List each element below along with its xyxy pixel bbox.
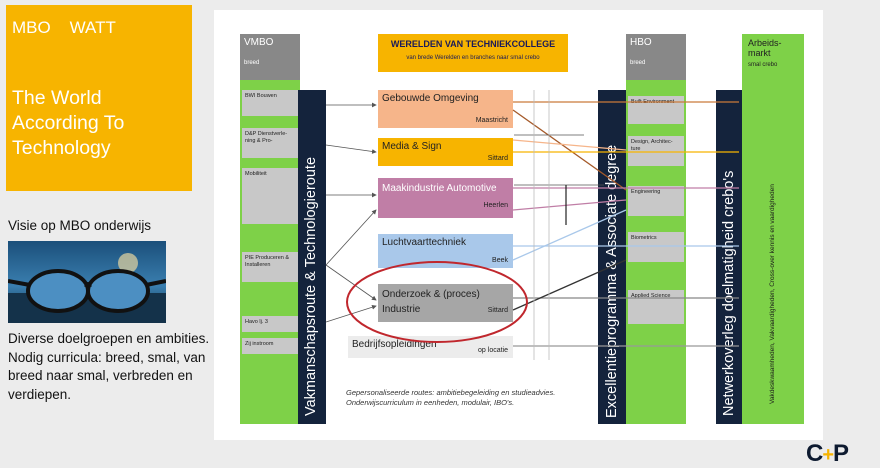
- route-name: Onderzoek & (proces) Industrie: [382, 289, 480, 315]
- arrow-pie-onderzoek: [325, 264, 377, 301]
- route-place: Heerlen: [483, 202, 508, 209]
- hbo-sub: breed: [630, 60, 646, 66]
- hbo-item-design: Design, Architec-ture: [628, 136, 684, 166]
- route-bedrijfsopleidingen: Bedrijfsopleidingen op locatie: [348, 336, 513, 358]
- line-maak-engineering: [512, 199, 627, 211]
- netwerk-bar: Netwerkoverleg doelmatigheid crebo's: [716, 90, 744, 424]
- vmbo-item-zij-instroom: Zij instroom: [242, 338, 298, 354]
- logo-c: C: [806, 440, 823, 467]
- hbo-item-applied-science: Applied Science: [628, 290, 684, 324]
- werelden-header: WERELDEN VAN TECHNIEKCOLLEGE van brede W…: [378, 34, 568, 72]
- vmbo-item-bwi: BWI Bouwen: [242, 90, 298, 116]
- hbo-header: HBO breed: [626, 34, 686, 80]
- arrow-pie-maak: [325, 209, 377, 266]
- route-maakindustrie: Maakindustrie Automotive Heerlen: [378, 178, 513, 218]
- vmbo-item-dp: D&P Dienstverle-ning & Pro-: [242, 128, 298, 158]
- vmbo-label: VMBO: [244, 37, 274, 48]
- vmbo-item-pie: PIE Produceren & Installeren: [242, 252, 298, 282]
- excellentie-bar: Excellentieprogramma & Associate degree: [598, 90, 628, 424]
- title-main: The World According To Technology: [12, 87, 125, 159]
- route-name: Maakindustrie Automotive: [382, 183, 497, 194]
- vmbo-item-mobiliteit: Mobiliteit: [242, 168, 298, 224]
- route-place: Beek: [492, 257, 508, 264]
- arbeidsmarkt-label: Arbeids-markt: [748, 38, 782, 58]
- route-gebouwde-omgeving: Gebouwde Omgeving Maastricht: [378, 90, 513, 128]
- route-name: Gebouwde Omgeving: [382, 93, 479, 104]
- route-media-sign: Media & Sign Sittard: [378, 138, 513, 166]
- werelden-subtitle: van brede Werelden en branches naar smal…: [406, 55, 540, 61]
- diagram-panel: VMBO breed BWI Bouwen D&P Dienstverle-ni…: [214, 10, 823, 440]
- title-card: [6, 5, 192, 191]
- route-name: Bedrijfsopleidingen: [352, 339, 437, 350]
- line-media-design: [512, 139, 627, 151]
- connection-arrows: [325, 90, 739, 360]
- glasses-photo: [8, 241, 166, 323]
- route-name: Luchtvaarttechniek: [382, 237, 466, 248]
- route-place: Sittard: [487, 155, 508, 162]
- footnote: Gepersonaliseerde routes: ambitiebegelei…: [346, 388, 556, 407]
- vmbo-sub: breed: [244, 60, 260, 66]
- hbo-item-engineering: Engineering: [628, 186, 684, 216]
- vmbo-header: VMBO breed: [240, 34, 300, 80]
- arbeidsmarkt-sub: smal crebo: [748, 62, 778, 68]
- logo-p: P: [833, 440, 849, 467]
- hbo-item-biometrics: Biometrics: [628, 232, 684, 262]
- route-place: op locatie: [478, 347, 508, 354]
- route-place: Maastricht: [475, 117, 508, 124]
- subtitle: Visie op MBO onderwijs: [8, 218, 152, 233]
- cp-logo: C+P: [806, 440, 849, 468]
- vakmanschap-bar: Vakmanschapsroute & Technologieroute: [298, 90, 326, 424]
- route-place: Sittard: [487, 307, 508, 314]
- werelden-title: WERELDEN VAN TECHNIEKCOLLEGE: [390, 39, 556, 49]
- route-name: Media & Sign: [382, 141, 442, 152]
- title-line-mbo-watt: MBO WATT: [12, 18, 116, 37]
- arbeidsmarkt-column: Arbeids-markt smal crebo Vakdeskwaamhede…: [742, 34, 804, 424]
- description-text: Diverse doelgroepen en ambities. Nodig c…: [8, 331, 210, 402]
- arrow-dp-media: [325, 144, 377, 154]
- line-lucht-engineering: [512, 209, 627, 261]
- logo-plus: +: [822, 444, 834, 466]
- route-onderzoek-industrie: Onderzoek & (proces) Industrie Sittard: [378, 284, 513, 322]
- line-onderzoek-biometrics: [512, 259, 627, 311]
- hbo-label: HBO: [630, 37, 652, 48]
- line-gebouwde-engineering: [512, 109, 627, 191]
- vmbo-item-havo: Havo lj. 3: [242, 316, 298, 332]
- highlight-ellipse: [346, 261, 528, 343]
